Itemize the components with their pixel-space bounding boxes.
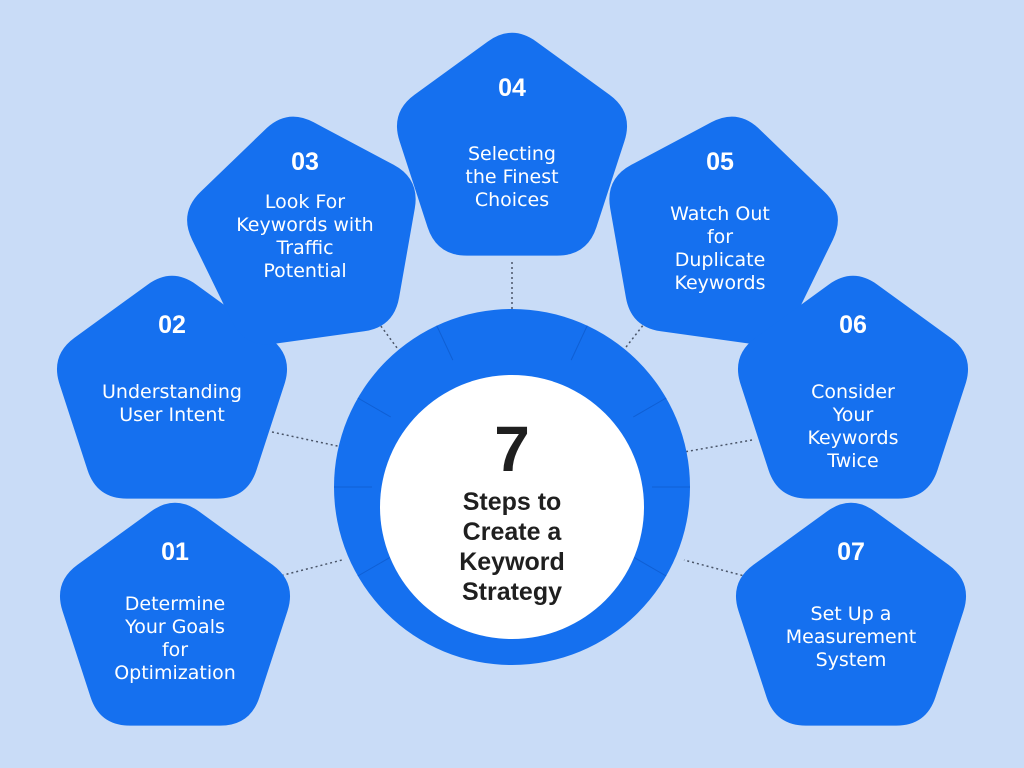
step-02-number: 02 — [158, 311, 186, 339]
step-04-number: 04 — [498, 74, 526, 102]
step-05-shape — [609, 116, 838, 345]
step-07-shape — [735, 502, 967, 726]
ring-divider — [632, 556, 667, 577]
ring-divider — [570, 325, 588, 361]
step-05-label: Watch Out for Duplicate Keywords — [670, 203, 770, 294]
center-number: 7 — [494, 413, 530, 485]
center-title: Steps to Create a Keyword Strategy — [459, 488, 565, 606]
step-06-label: Consider Your Keywords Twice — [807, 381, 899, 472]
step-shapes — [56, 32, 969, 726]
step-05-number: 05 — [706, 148, 734, 176]
ring-divider — [632, 397, 667, 418]
step-02-label: Understanding User Intent — [102, 381, 242, 426]
step-03-label: Look For Keywords with Traffic Potential — [236, 191, 374, 282]
step-06-shape — [737, 275, 969, 499]
step-04-label: Selecting the Finest Choices — [465, 143, 559, 211]
ring-divider — [357, 556, 392, 577]
step-07-connector — [683, 559, 753, 579]
ring-dividers — [334, 325, 690, 577]
step-01-number: 01 — [161, 538, 189, 566]
step-02-shape — [56, 275, 288, 499]
step-02-connector — [271, 431, 343, 448]
step-07-number: 07 — [837, 538, 865, 566]
step-01-connector — [271, 559, 343, 579]
ring-divider — [436, 325, 454, 361]
step-06-number: 06 — [839, 311, 867, 339]
step-06-connector — [683, 439, 753, 453]
center-circle — [380, 375, 644, 639]
step-04-shape — [396, 32, 628, 256]
step-07-label: Set Up a Measurement System — [785, 603, 917, 671]
ring-divider — [357, 397, 392, 418]
step-03-shape — [187, 116, 416, 345]
step-01-shape — [59, 502, 291, 726]
step-03-number: 03 — [291, 148, 319, 176]
step-01-label: Determine Your Goals for Optimization — [114, 593, 236, 684]
